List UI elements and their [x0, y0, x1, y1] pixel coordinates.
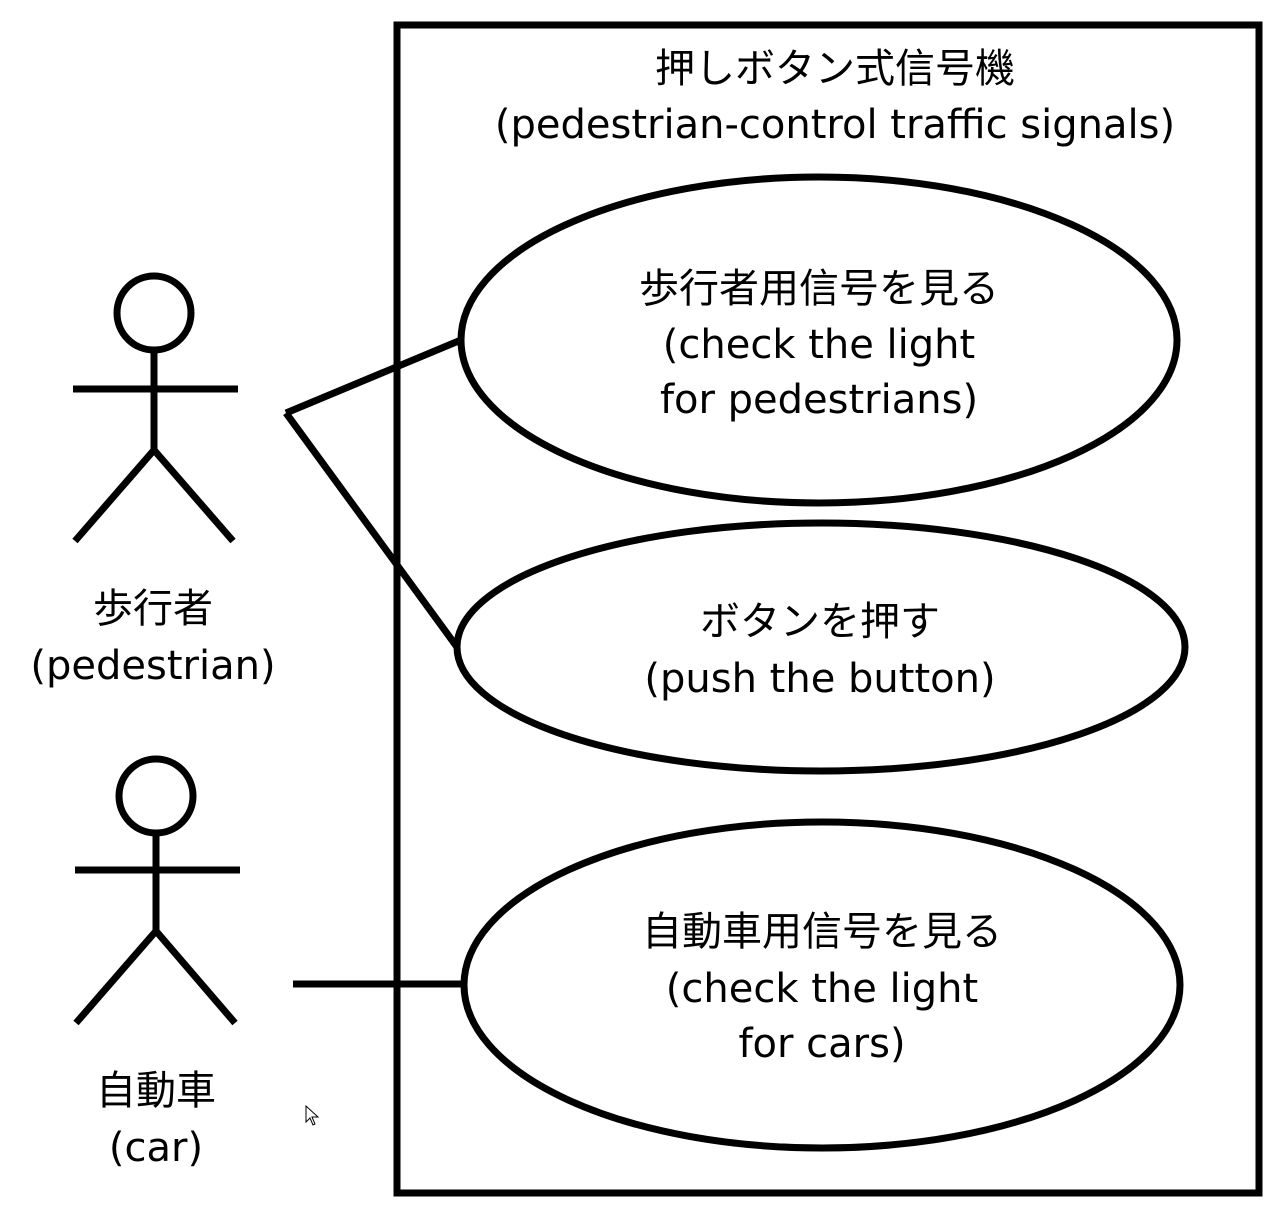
actor-car: 自動車 (car)	[73, 755, 240, 1171]
mouse-pointer-icon	[305, 1104, 320, 1126]
system-title-ja: 押しボタン式信号機	[655, 46, 1015, 92]
system-title-en: (pedestrian-control traffic signals)	[495, 102, 1175, 148]
use-case-push-button: ボタンを押す (push the button)	[453, 519, 1189, 775]
association-pedestrian-check-light	[284, 336, 463, 417]
use-case-check-pedestrian-light-line-1: 歩行者用信号を見る	[639, 266, 999, 312]
actor-car-right-leg	[153, 928, 238, 1026]
use-case-check-car-light-line-2: (check the light	[666, 966, 978, 1012]
use-case-check-car-light-line-3: for cars)	[738, 1021, 905, 1067]
use-case-check-pedestrian-light-line-2: (check the light	[663, 322, 975, 368]
actor-pedestrian-right-leg	[151, 447, 236, 544]
use-case-push-button-line-2: (push the button)	[644, 656, 995, 702]
use-case-check-pedestrian-light: 歩行者用信号を見る (check the light for pedestria…	[457, 173, 1181, 507]
actor-pedestrian-left-leg	[72, 447, 157, 544]
actor-pedestrian: 歩行者 (pedestrian)	[30, 272, 276, 689]
use-case-check-car-light-line-1: 自動車用信号を見る	[642, 909, 1002, 955]
use-case-push-button-ellipse	[453, 519, 1189, 775]
actor-car-head	[115, 755, 197, 837]
actor-car-label-en: (car)	[109, 1125, 203, 1171]
use-case-check-car-light: 自動車用信号を見る (check the light for cars)	[460, 818, 1184, 1152]
actor-pedestrian-label-en: (pedestrian)	[30, 643, 275, 689]
actor-pedestrian-label-ja: 歩行者	[93, 586, 213, 632]
actor-car-label-ja: 自動車	[96, 1068, 216, 1114]
system-boundary	[393, 21, 1263, 1197]
actor-car-left-leg	[73, 928, 159, 1026]
association-pedestrian-push-button	[283, 410, 460, 650]
use-case-push-button-line-1: ボタンを押す	[700, 599, 940, 645]
actor-pedestrian-head	[113, 272, 195, 354]
use-case-check-pedestrian-light-line-3: for pedestrians)	[660, 377, 978, 423]
